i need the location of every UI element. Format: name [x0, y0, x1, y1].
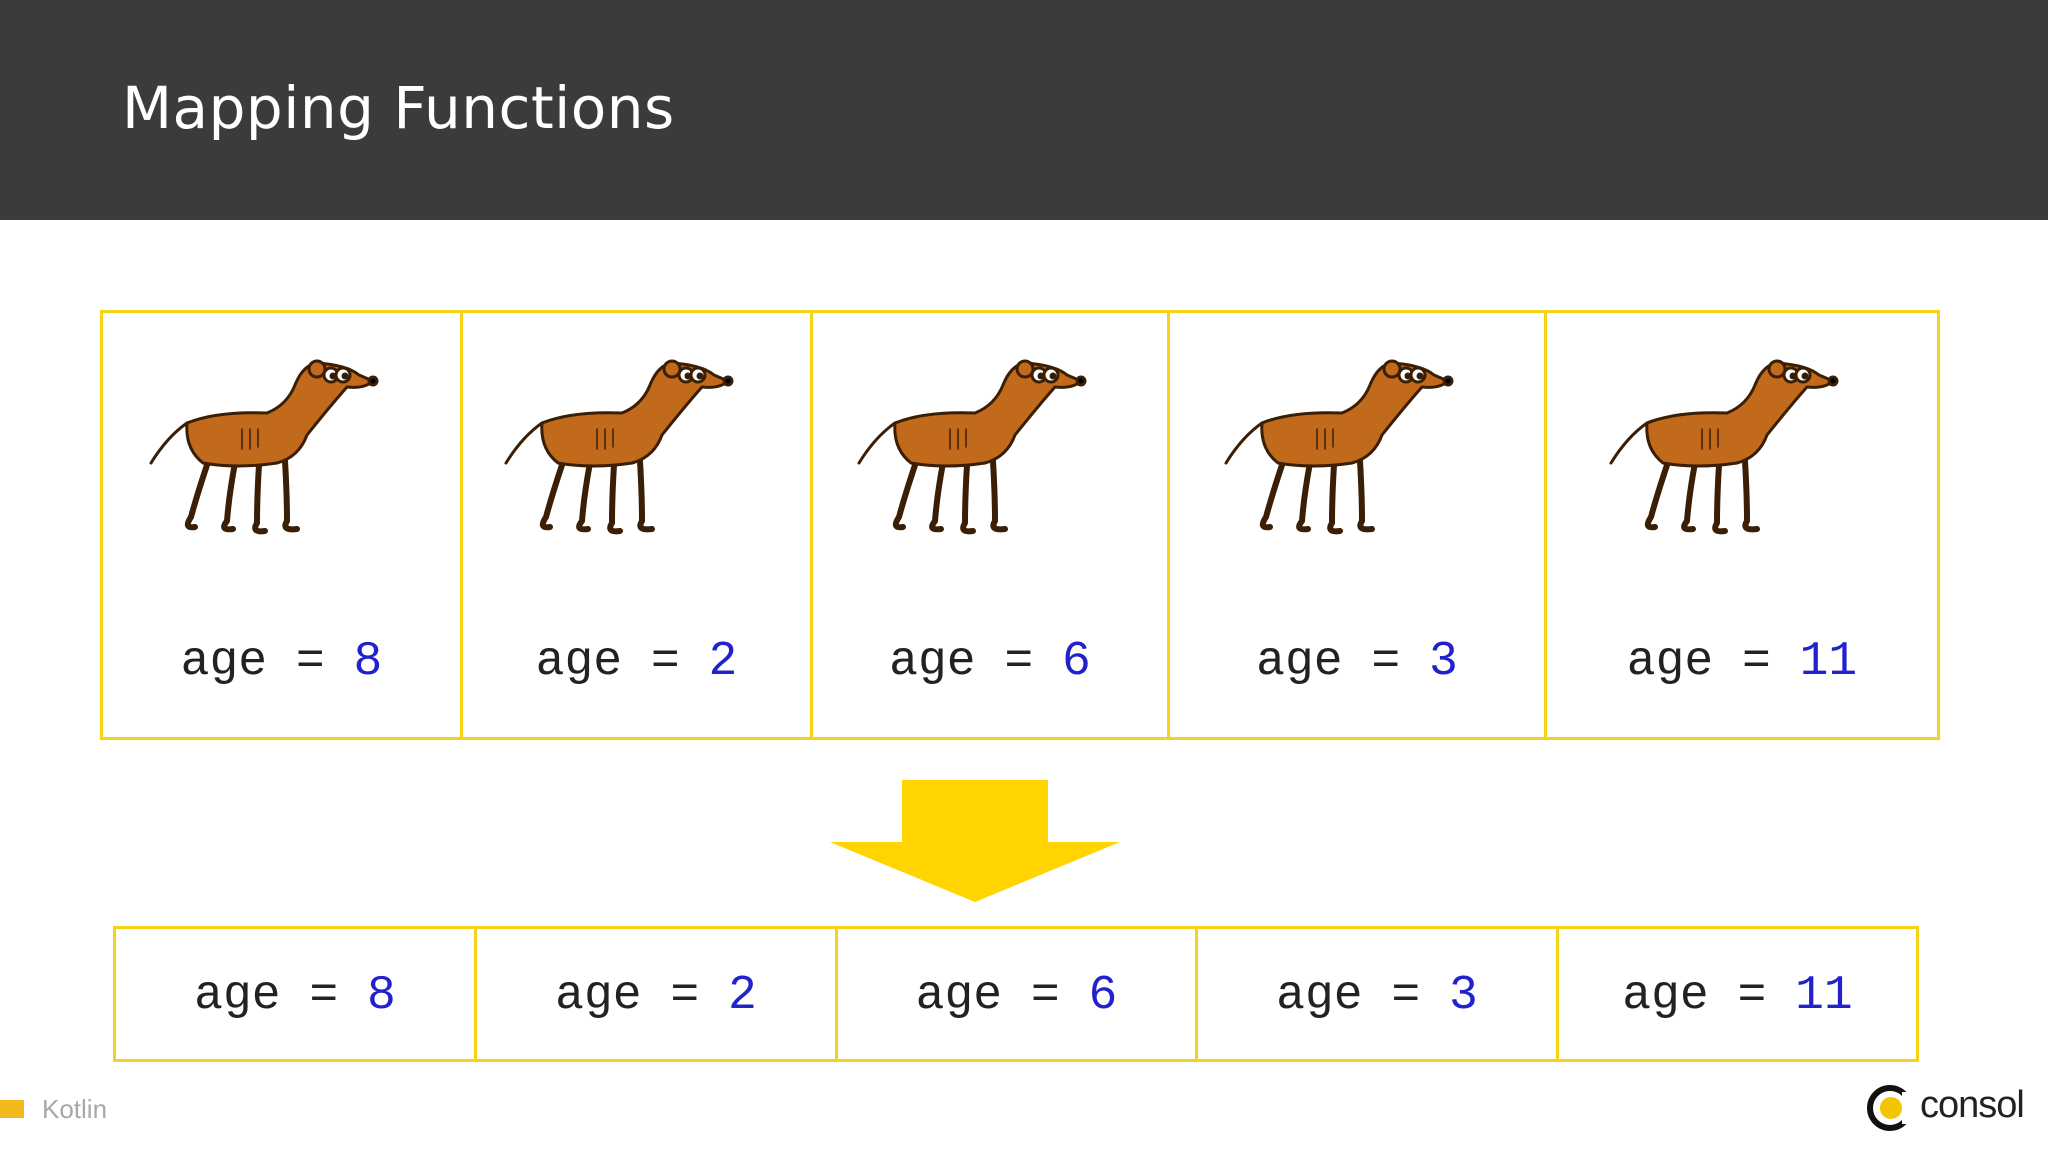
age-key: age =	[555, 969, 728, 1023]
consol-logo: consol	[1864, 1078, 2034, 1138]
dog-icon	[857, 359, 1087, 535]
age-value: 3	[1429, 635, 1458, 689]
result-age-label: age = 6	[838, 969, 1195, 1023]
result-cell: age = 3	[1198, 929, 1559, 1059]
slide-title: Mapping Functions	[122, 74, 675, 142]
result-cell: age = 11	[1559, 929, 1916, 1059]
result-cell: age = 6	[838, 929, 1198, 1059]
result-age-label: age = 3	[1198, 969, 1556, 1023]
age-value: 11	[1795, 969, 1853, 1023]
mapped-collection: age = 8 age = 2 age = 6 age = 3 age = 11	[113, 926, 1919, 1062]
age-value: 8	[367, 969, 396, 1023]
dog-age-label: age = 3	[1170, 635, 1544, 689]
dog-icon	[504, 359, 733, 535]
dog-age-label: age = 11	[1547, 635, 1937, 689]
dog-icon	[1609, 359, 1839, 535]
dog-age-label: age = 2	[463, 635, 810, 689]
result-cell: age = 8	[116, 929, 477, 1059]
dog-icon	[1224, 359, 1454, 535]
age-value: 8	[353, 635, 383, 689]
footer-label: Kotlin	[42, 1094, 108, 1124]
age-key: age =	[1256, 635, 1429, 689]
result-age-label: age = 8	[116, 969, 474, 1023]
age-value: 6	[1062, 635, 1091, 689]
age-key: age =	[915, 969, 1089, 1023]
dog-icon	[149, 359, 378, 535]
result-age-label: age = 11	[1559, 969, 1916, 1023]
dog-card: age = 3	[1170, 313, 1547, 737]
age-value: 11	[1799, 635, 1858, 689]
age-key: age =	[535, 635, 709, 689]
result-cell: age = 2	[477, 929, 838, 1059]
age-value: 6	[1088, 969, 1118, 1023]
age-value: 2	[728, 969, 757, 1023]
dog-age-label: age = 8	[103, 635, 460, 689]
dog-card: age = 6	[813, 313, 1170, 737]
age-value: 3	[1449, 969, 1478, 1023]
age-key: age =	[180, 635, 354, 689]
source-collection: age = 8 age = 2	[100, 310, 1940, 740]
footer-accent-mark	[0, 1100, 24, 1118]
dog-card: age = 2	[463, 313, 813, 737]
logo-text: consol	[1920, 1084, 2025, 1126]
age-key: age =	[1622, 969, 1796, 1023]
age-value: 2	[708, 635, 738, 689]
dog-card: age = 8	[103, 313, 463, 737]
slide-header: Mapping Functions	[0, 0, 2048, 220]
age-key: age =	[889, 635, 1062, 689]
dog-age-label: age = 6	[813, 635, 1167, 689]
age-key: age =	[1626, 635, 1800, 689]
result-age-label: age = 2	[477, 969, 835, 1023]
consol-logo-icon	[1867, 1085, 1916, 1131]
dog-card: age = 11	[1547, 313, 1937, 737]
age-key: age =	[194, 969, 367, 1023]
age-key: age =	[1276, 969, 1449, 1023]
down-arrow-icon	[830, 780, 1120, 902]
